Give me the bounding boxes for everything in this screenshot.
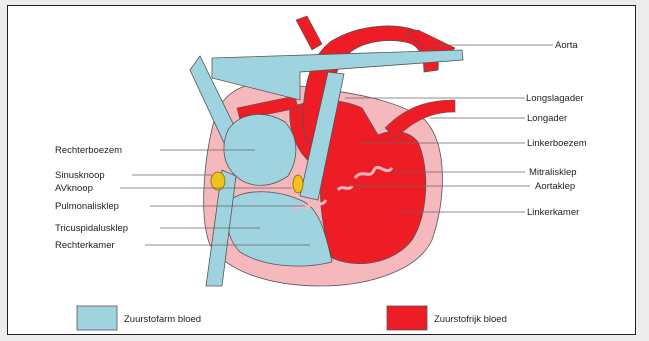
- label-aortaklep: Aortaklep: [535, 181, 575, 192]
- sinus-node: [211, 172, 225, 190]
- label-rechterkamer: Rechterkamer: [55, 240, 115, 251]
- label-pulmonalisklep: Pulmonalisklep: [55, 201, 119, 212]
- label-tricuspidalusklep: Tricuspidalusklep: [55, 223, 128, 234]
- legend-swatch-oxygenated: [387, 306, 427, 330]
- legend-label-deoxygenated: Zuurstofarm bloed: [124, 314, 201, 325]
- aorta-branch-1: [296, 16, 322, 50]
- label-longslagader: Longslagader: [526, 93, 584, 104]
- av-node: [293, 175, 303, 193]
- label-avknoop: AVknoop: [55, 183, 93, 194]
- legend-swatch-deoxygenated: [77, 306, 117, 330]
- label-mitralisklep: Mitralisklep: [529, 167, 577, 178]
- label-rechterboezem: Rechterboezem: [55, 145, 122, 156]
- label-linkerboezem: Linkerboezem: [527, 138, 587, 149]
- label-sinusknoop: Sinusknoop: [55, 170, 105, 181]
- label-linkerkamer: Linkerkamer: [527, 207, 579, 218]
- label-longader: Longader: [527, 113, 567, 124]
- legend-label-oxygenated: Zuurstofrijk bloed: [434, 314, 507, 325]
- label-aorta: Aorta: [555, 40, 578, 51]
